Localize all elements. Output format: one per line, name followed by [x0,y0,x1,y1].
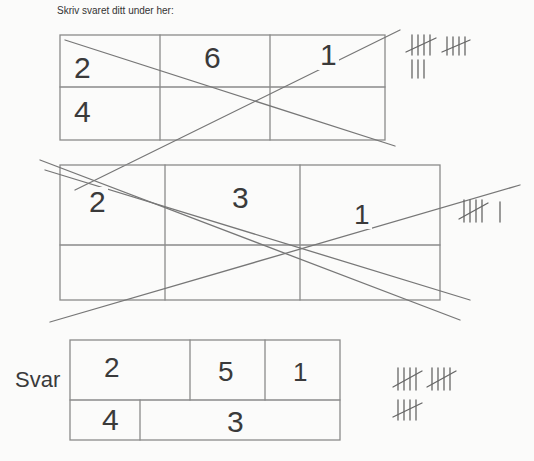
table-rule [70,399,340,400]
cross-out-line [65,40,395,146]
table-rule [269,35,270,140]
table-cell: 5 [216,358,236,386]
table-cell: 6 [202,43,223,73]
tally-marks [406,35,470,78]
table-cell: 4 [72,97,93,127]
tally-marks [393,368,456,420]
cross-out-line [75,30,400,190]
table-rule [299,165,300,300]
table-cell: 2 [87,187,108,217]
table-rule [159,35,160,140]
tally-marks [459,200,500,222]
cross-out-line [50,185,520,322]
instruction-heading: Skriv svaret ditt under her: [55,6,176,16]
table-rule [264,340,265,400]
table-rule [164,165,165,300]
table-frame [60,35,385,140]
table-cell: 3 [230,183,251,213]
table-cell: 3 [225,407,246,437]
table-rule [60,244,440,245]
table-cell: 1 [352,201,372,229]
table-cell: 1 [291,359,309,385]
table-cell: 2 [72,53,93,83]
table-frame [70,340,340,440]
table-cell: 1 [318,40,339,70]
table-rule [60,86,385,87]
table-rule [139,400,140,440]
answer-label: Svar [13,369,62,391]
cross-out-line [40,160,460,320]
table-cell: 2 [102,354,122,382]
cross-out-line [45,170,470,300]
table-cell: 4 [100,405,121,435]
table-rule [189,340,190,400]
